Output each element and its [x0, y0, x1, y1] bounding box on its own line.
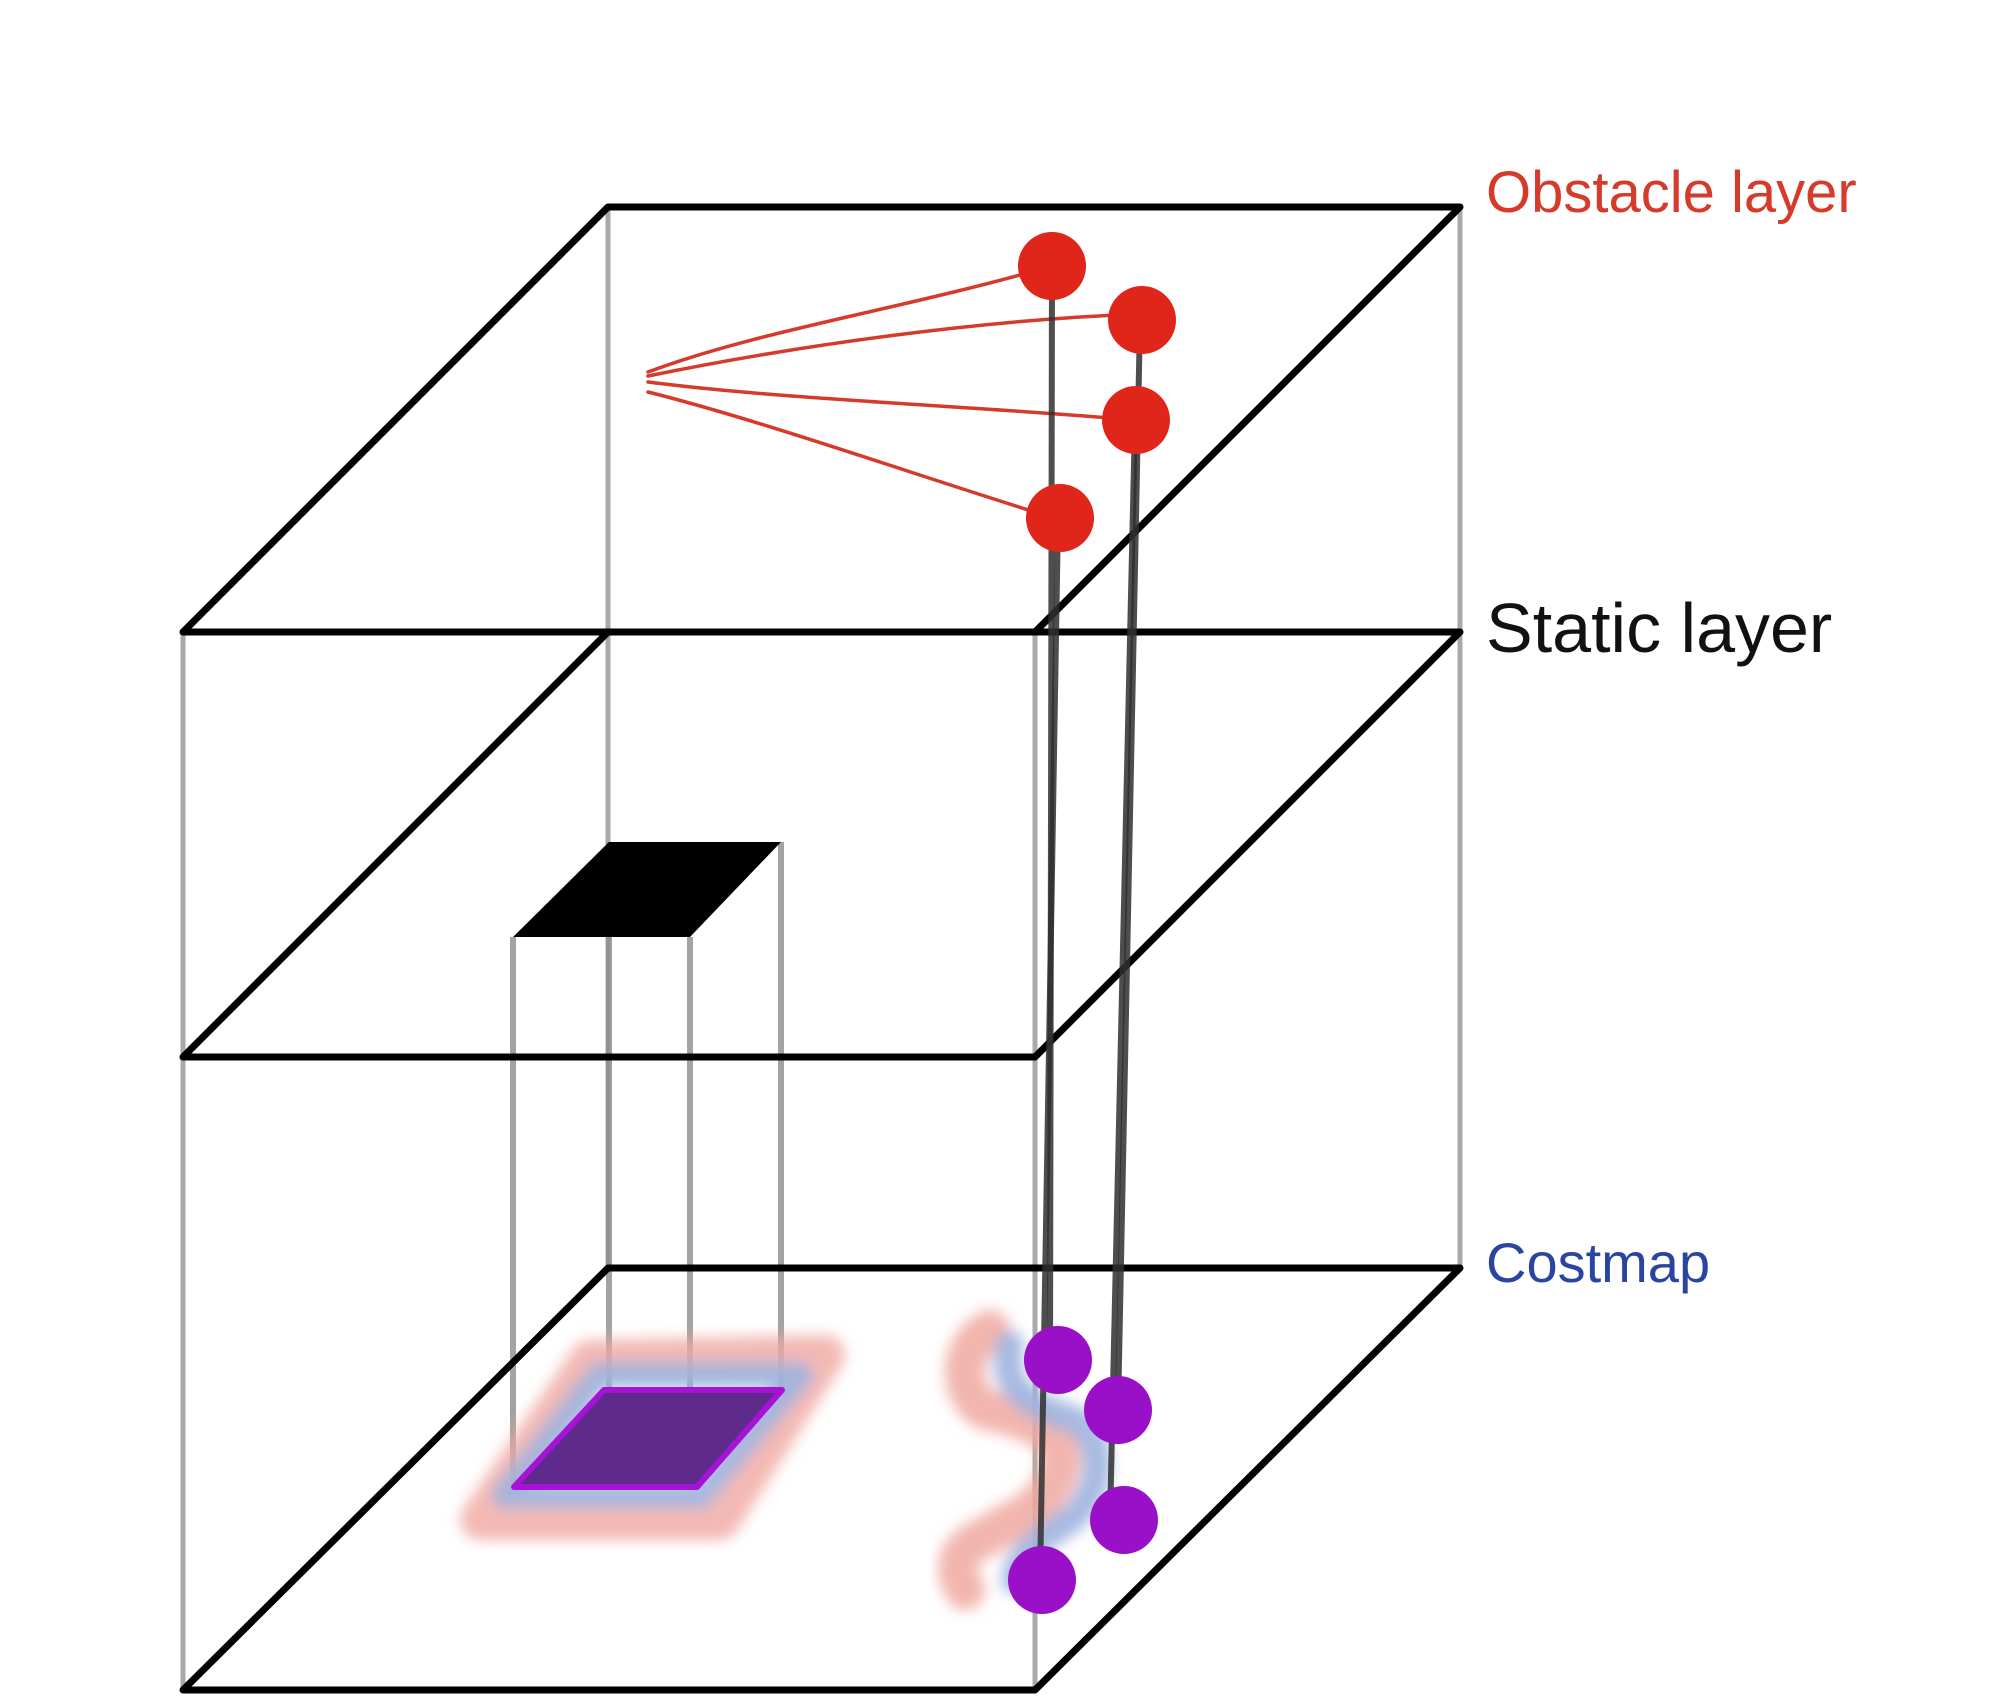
costmap-point	[1008, 1546, 1076, 1614]
static-layer-label: Static layer	[1486, 589, 1832, 667]
costmap-label: Costmap	[1486, 1231, 1710, 1294]
obstacle-point	[1026, 484, 1094, 552]
costmap-marked-points	[1008, 1326, 1158, 1614]
inflation-halo-footprint	[460, 1335, 845, 1540]
costmap-point	[1084, 1376, 1152, 1444]
obstacle-point	[1102, 386, 1170, 454]
obstacle-layer-plane	[179, 203, 1464, 636]
costmap-static-footprint	[511, 1387, 785, 1490]
obstacle-point	[1018, 232, 1086, 300]
inflation-halo-points	[938, 1310, 1112, 1610]
sensor-rays	[646, 264, 1142, 522]
costmap-point	[1090, 1486, 1158, 1554]
obstacle-point	[1108, 286, 1176, 354]
obstacle-detected-points	[1018, 232, 1176, 552]
obstacle-projection-lines	[1037, 265, 1143, 1581]
costmap-plane	[179, 1264, 1464, 1694]
stack-vertical-edges	[180, 207, 1463, 1690]
obstacle-layer-label: Obstacle layer	[1486, 160, 1857, 225]
static-layer-plane	[179, 628, 1464, 1061]
costmap-point	[1024, 1326, 1092, 1394]
static-obstacle-cell	[513, 842, 781, 937]
